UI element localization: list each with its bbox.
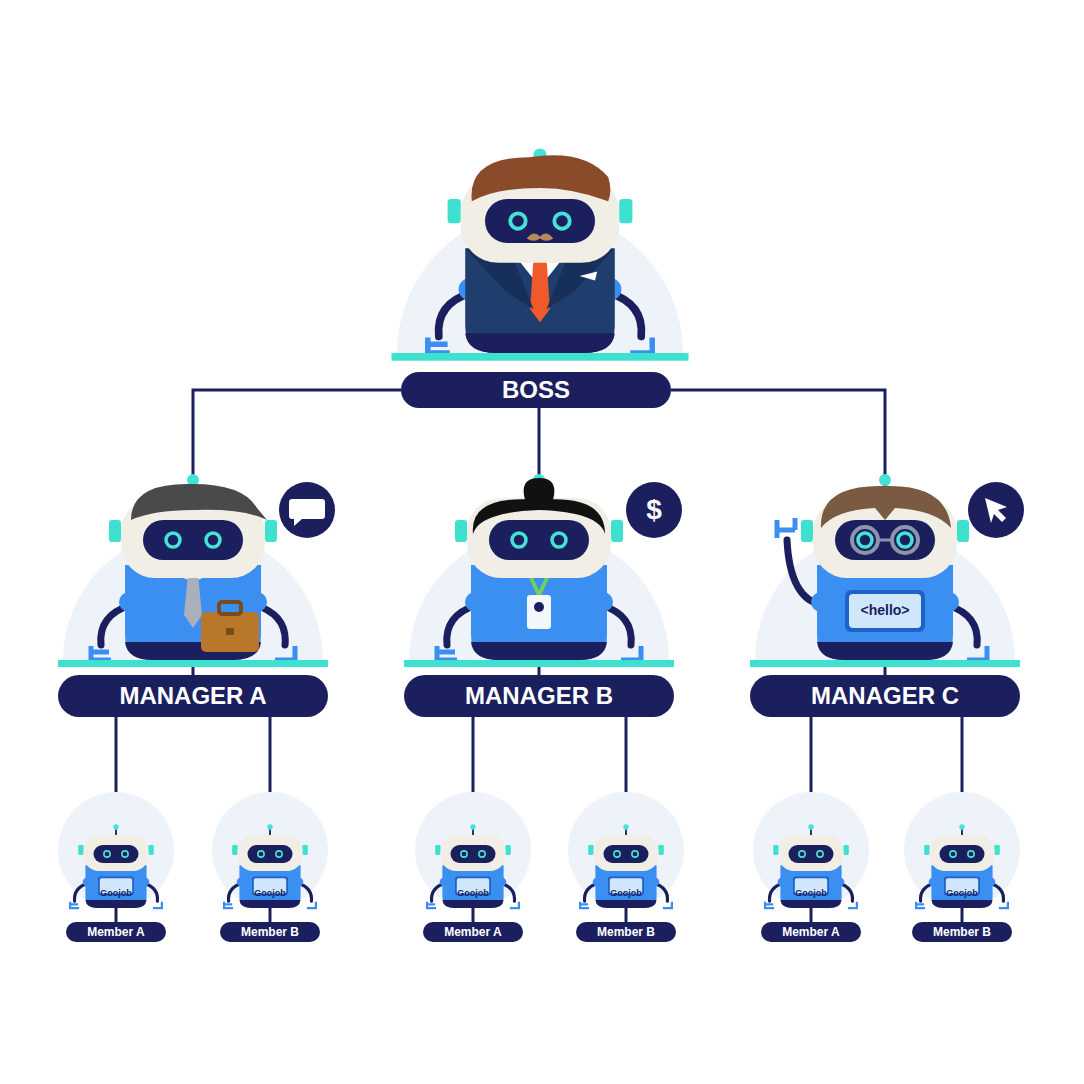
member-label: Member A	[761, 922, 861, 942]
screen-text: Goojob	[100, 888, 132, 898]
screen-text: Goojob	[457, 888, 489, 898]
screen-text: Goojob	[795, 888, 827, 898]
node-text: BOSS	[502, 376, 570, 404]
node-text: MANAGER C	[811, 682, 959, 710]
screen-text: Goojob	[946, 888, 978, 898]
member-robot	[765, 824, 857, 908]
dollar-symbol: $	[646, 494, 662, 526]
node-text: Member A	[87, 925, 145, 939]
node-text: Member B	[241, 925, 299, 939]
icon-badge	[626, 482, 682, 538]
manager-label: MANAGER B	[404, 675, 674, 717]
member-circle	[568, 792, 684, 908]
member-circle	[415, 792, 531, 908]
member-robot	[70, 824, 162, 908]
member-robot	[916, 824, 1008, 908]
member-label: Member B	[912, 922, 1012, 942]
node-text: Member A	[444, 925, 502, 939]
member-robot	[427, 824, 519, 908]
manager-label: MANAGER A	[58, 675, 328, 717]
icon-badge	[968, 482, 1024, 538]
screen-text: <hello>	[860, 602, 909, 618]
node-text: MANAGER B	[465, 682, 613, 710]
member-circle	[212, 792, 328, 908]
member-robot	[224, 824, 316, 908]
icon-badge	[279, 482, 335, 538]
boss-robot	[392, 148, 689, 360]
node-text: MANAGER A	[119, 682, 266, 710]
screen-text: Goojob	[610, 888, 642, 898]
member-circle	[58, 792, 174, 908]
member-label: Member A	[66, 922, 166, 942]
member-label: Member A	[423, 922, 523, 942]
member-circle	[904, 792, 1020, 908]
node-text: Member B	[597, 925, 655, 939]
node-text: Member A	[782, 925, 840, 939]
member-robot	[580, 824, 672, 908]
member-label: Member B	[576, 922, 676, 942]
member-circle	[753, 792, 869, 908]
manager-label: MANAGER C	[750, 675, 1020, 717]
node-text: Member B	[933, 925, 991, 939]
screen-text: Goojob	[254, 888, 286, 898]
boss-label: BOSS	[401, 372, 671, 408]
member-label: Member B	[220, 922, 320, 942]
